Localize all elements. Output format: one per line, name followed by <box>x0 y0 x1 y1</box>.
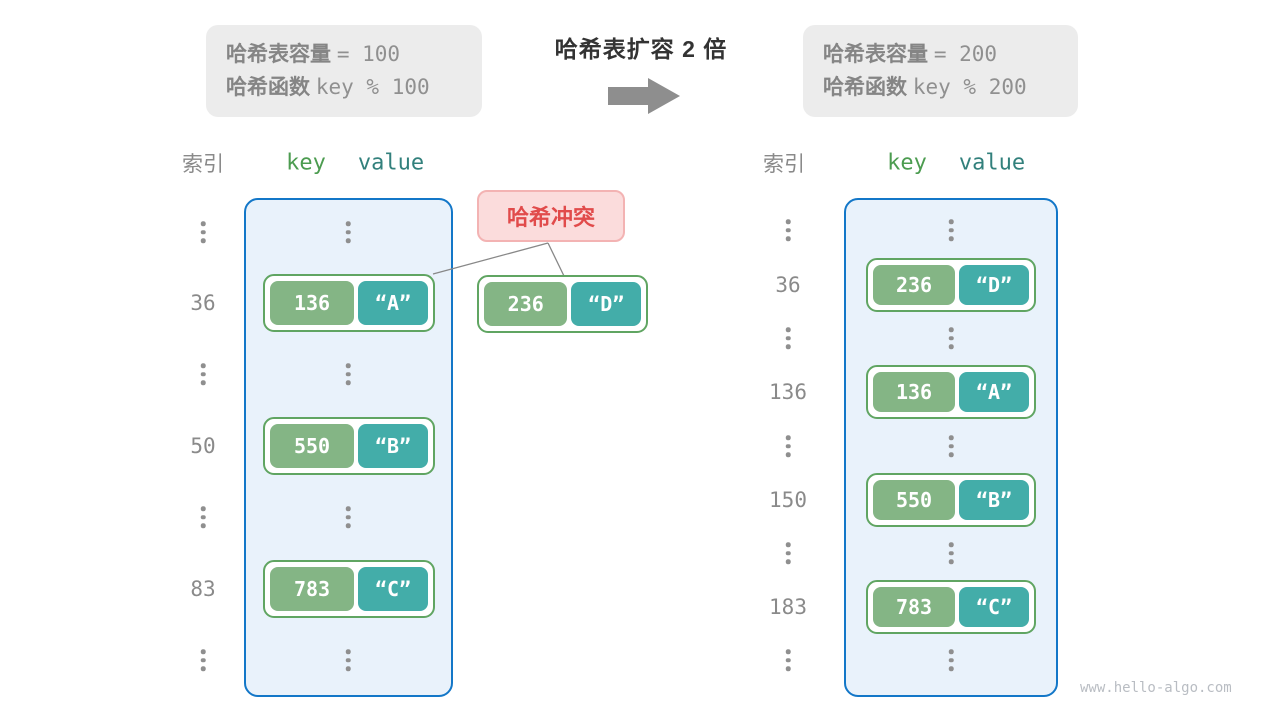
left-header-value: value <box>357 150 425 176</box>
kv-pair-550-B: 550 “B” <box>866 473 1036 527</box>
ellipsis-icon <box>785 327 791 349</box>
value-box: “A” <box>358 281 428 325</box>
value-box: “C” <box>959 587 1029 627</box>
index-label: 36 <box>190 291 216 315</box>
collision-callout: 哈希冲突 <box>477 190 625 242</box>
right-header-key: key <box>887 150 927 176</box>
index-label: 136 <box>769 380 807 404</box>
value-box: “C” <box>358 567 428 611</box>
ellipsis-icon <box>785 649 791 671</box>
index-label: 183 <box>769 595 807 619</box>
ellipsis-icon <box>785 219 791 241</box>
hash-function-label: 哈希函数 <box>823 76 907 99</box>
value-box: “D” <box>959 265 1029 305</box>
ellipsis-icon <box>200 506 206 528</box>
index-label: 83 <box>190 577 216 601</box>
watermark: www.hello-algo.com <box>1080 680 1232 696</box>
diagram-title: 哈希表扩容 2 倍 <box>554 36 728 62</box>
hash-function-value: key % 200 <box>912 75 1027 99</box>
capacity-value: = 100 <box>336 42 401 66</box>
hash-function-label: 哈希函数 <box>226 76 310 99</box>
ellipsis-icon <box>785 542 791 564</box>
kv-pair-136-A: 136 “A” <box>866 365 1036 419</box>
expand-arrow-icon <box>608 78 680 114</box>
capacity-label: 哈希表容量 <box>823 43 928 66</box>
capacity-line: 哈希表容量 = 200 <box>823 38 1058 71</box>
ellipsis-icon <box>345 506 351 528</box>
left-header-key: key <box>286 150 326 176</box>
kv-pair-136-A: 136 “A” <box>263 274 435 332</box>
kv-pair-550-B: 550 “B” <box>263 417 435 475</box>
index-label: 36 <box>775 273 801 297</box>
key-box: 236 <box>873 265 955 305</box>
left-header-index: 索引 <box>182 153 224 176</box>
kv-pair-236-D-external: 236 “D” <box>477 275 648 333</box>
ellipsis-icon <box>345 221 351 243</box>
ellipsis-icon <box>200 363 206 385</box>
ellipsis-icon <box>200 649 206 671</box>
key-box: 136 <box>270 281 354 325</box>
ellipsis-icon <box>345 649 351 671</box>
hash-function-line: 哈希函数 key % 100 <box>226 71 462 104</box>
kv-pair-783-C: 783 “C” <box>263 560 435 618</box>
value-box: “B” <box>358 424 428 468</box>
right-header-index: 索引 <box>763 153 805 176</box>
key-box: 783 <box>873 587 955 627</box>
index-label: 50 <box>190 434 216 458</box>
value-box: “A” <box>959 372 1029 412</box>
capacity-box-before: 哈希表容量 = 100 哈希函数 key % 100 <box>206 25 482 117</box>
value-box: “B” <box>959 480 1029 520</box>
collision-label: 哈希冲突 <box>506 205 595 230</box>
capacity-label: 哈希表容量 <box>226 43 331 66</box>
key-box: 550 <box>873 480 955 520</box>
right-header-value: value <box>958 150 1026 176</box>
ellipsis-icon <box>948 542 954 564</box>
ellipsis-icon <box>345 363 351 385</box>
key-box: 236 <box>484 282 568 326</box>
kv-pair-783-C: 783 “C” <box>866 580 1036 634</box>
ellipsis-icon <box>785 435 791 457</box>
ellipsis-icon <box>200 221 206 243</box>
hash-function-value: key % 100 <box>315 75 430 99</box>
capacity-line: 哈希表容量 = 100 <box>226 38 462 71</box>
key-box: 550 <box>270 424 354 468</box>
ellipsis-icon <box>948 649 954 671</box>
key-box: 783 <box>270 567 354 611</box>
hash-function-line: 哈希函数 key % 200 <box>823 71 1058 104</box>
ellipsis-icon <box>948 219 954 241</box>
index-label: 150 <box>769 488 807 512</box>
ellipsis-icon <box>948 435 954 457</box>
capacity-box-after: 哈希表容量 = 200 哈希函数 key % 200 <box>803 25 1078 117</box>
capacity-value: = 200 <box>933 42 998 66</box>
value-box: “D” <box>571 282 641 326</box>
ellipsis-icon <box>948 327 954 349</box>
key-box: 136 <box>873 372 955 412</box>
kv-pair-236-D: 236 “D” <box>866 258 1036 312</box>
